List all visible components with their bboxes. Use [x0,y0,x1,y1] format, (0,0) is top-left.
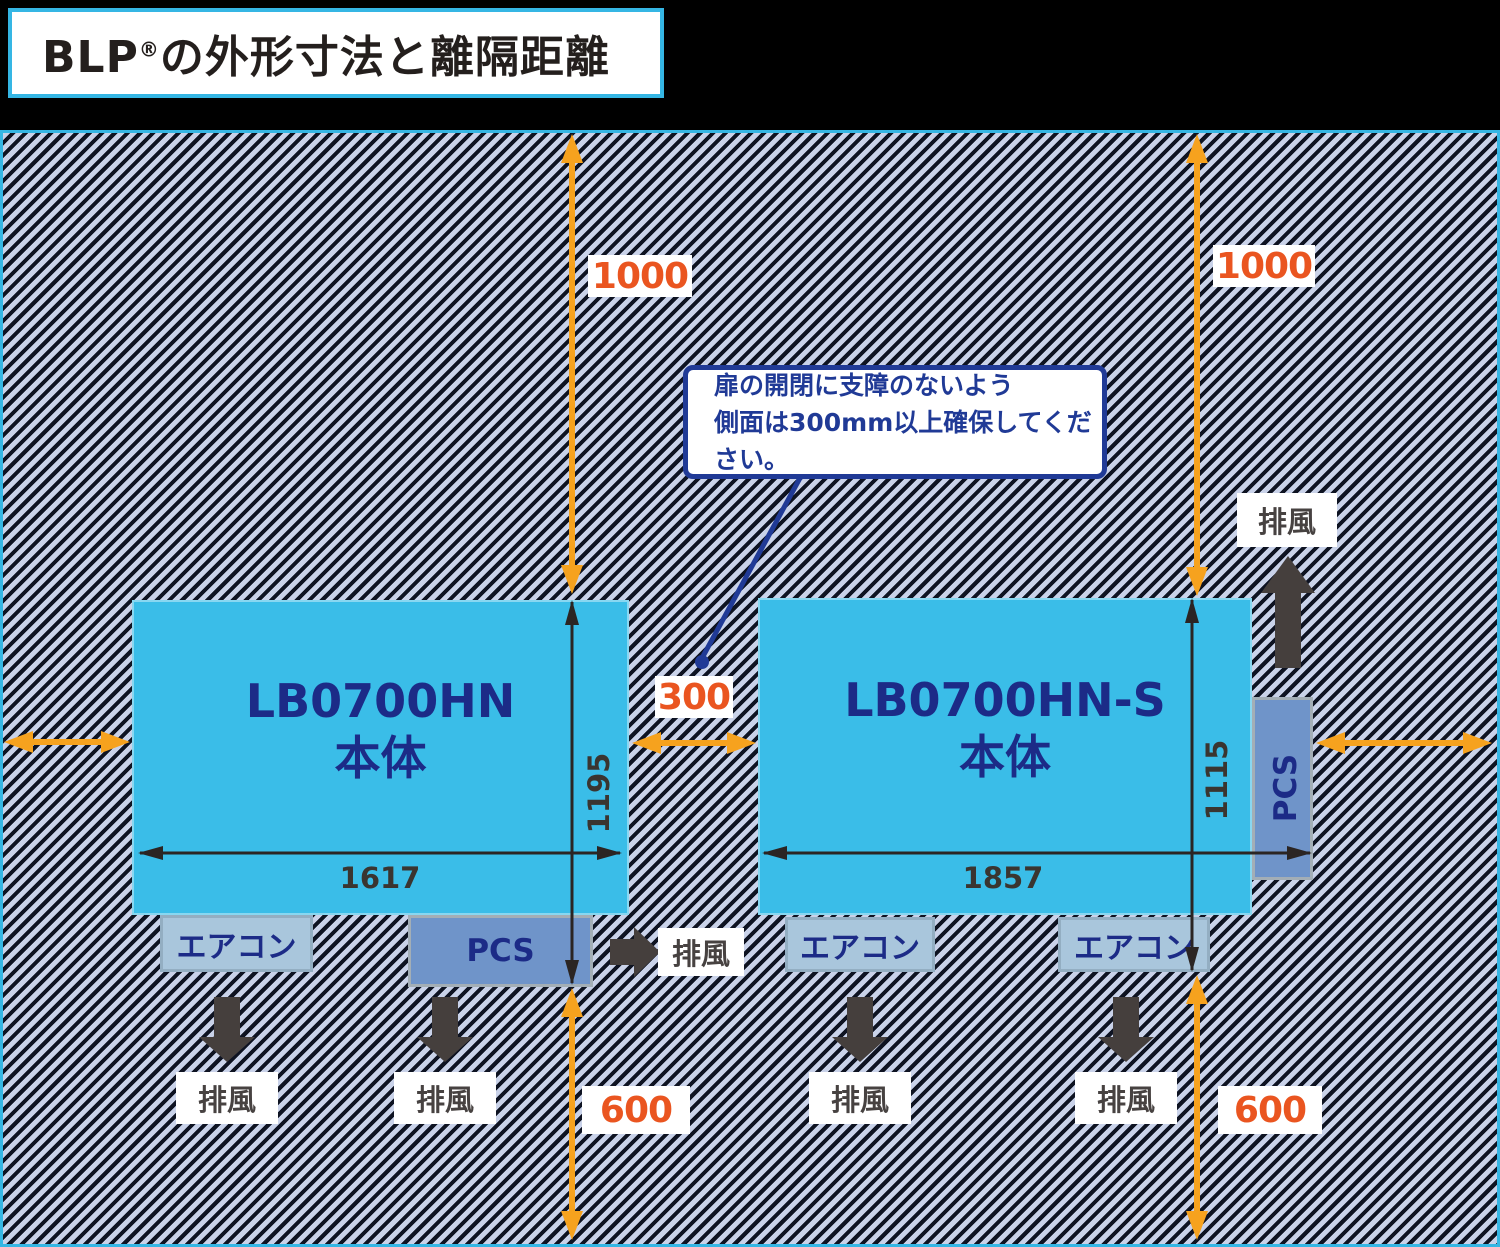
unit-left-model: LB0700HN [245,674,516,728]
note-line-1: 扉の開閉に支障のないよう [714,370,1014,400]
exhaust-tag-right-top: 排風 [1237,493,1337,547]
exhaust-arrow-down-left-1 [199,997,255,1062]
unit-right-box: LB0700HN-S 本体 [758,598,1252,915]
exhaust-arrow-down-right-2 [1098,997,1154,1062]
aircon-box-right-1: エアコン [785,917,935,972]
dimension-right-height: 1115 [1200,739,1234,821]
clearance-tag-side: 300 [655,676,733,718]
exhaust-arrow-up-right-unit [1261,556,1315,668]
clearance-arrow-top-right [1186,134,1208,596]
clearance-tag-bottom-right: 600 [1218,1086,1322,1134]
aircon-label: エアコン [176,929,297,965]
unit-left-name: LB0700HN 本体 [246,673,515,787]
pcs-label: PCS [466,933,535,969]
dimension-left-width: 1617 [339,861,421,895]
dimension-arrow-left-width [138,846,622,860]
aircon-box-right-2: エアコン [1058,917,1210,972]
unit-right-name: LB0700HN-S 本体 [844,672,1166,786]
clearance-arrow-bottom-left [561,988,583,1240]
clearance-tag-top-left: 1000 [588,255,692,297]
title-box: BLP®の外形寸法と離隔距離 [8,8,664,98]
unit-left-box: LB0700HN 本体 [132,600,629,915]
dimension-arrow-right-height [1185,598,1199,972]
exhaust-tag-left-side: 排風 [658,928,744,976]
clearance-arrow-right-side [1316,732,1492,754]
exhaust-arrow-down-right-1 [832,997,888,1062]
aircon-box-left: エアコン [160,915,313,972]
pcs-box-right [1252,697,1313,880]
pcs-box-left: PCS [408,915,593,987]
exhaust-tag-right-1: 排風 [809,1072,911,1124]
note-callout-line [695,476,803,669]
registered-mark: ® [138,37,160,62]
clearance-arrow-left-side [4,731,130,753]
clearance-arrow-bottom-right [1186,975,1208,1240]
clearance-tag-bottom-left: 600 [582,1086,690,1134]
unit-right-body-label: 本体 [959,730,1051,784]
note-box: 扉の開閉に支障のないよう 側面は300mm以上確保してください。 [683,365,1107,479]
exhaust-tag-left-2: 排風 [394,1072,496,1124]
exhaust-tag-right-2: 排風 [1075,1072,1177,1124]
dimension-arrow-left-height [565,600,579,985]
clearance-arrow-side-gap [632,732,756,754]
unit-right-model: LB0700HN-S [844,673,1166,727]
note-line-2: 側面は300mm以上確保してください。 [714,407,1092,474]
unit-left-body-label: 本体 [334,731,427,785]
dimension-left-height: 1195 [582,752,616,834]
clearance-tag-top-right: 1000 [1213,245,1315,287]
clearance-arrow-top-left [561,134,583,594]
exhaust-tag-left-1: 排風 [176,1072,278,1124]
dimension-arrow-right-width [762,846,1312,860]
aircon-label: エアコン [800,930,920,966]
pcs-label-vertical: PCS [1268,753,1304,823]
exhaust-arrow-down-left-2 [417,997,473,1062]
exhaust-arrow-right-left-unit [610,927,660,977]
dimension-right-width: 1857 [962,861,1044,895]
page-title: BLP®の外形寸法と離隔距離 [42,32,610,83]
aircon-label: エアコン [1074,930,1194,966]
